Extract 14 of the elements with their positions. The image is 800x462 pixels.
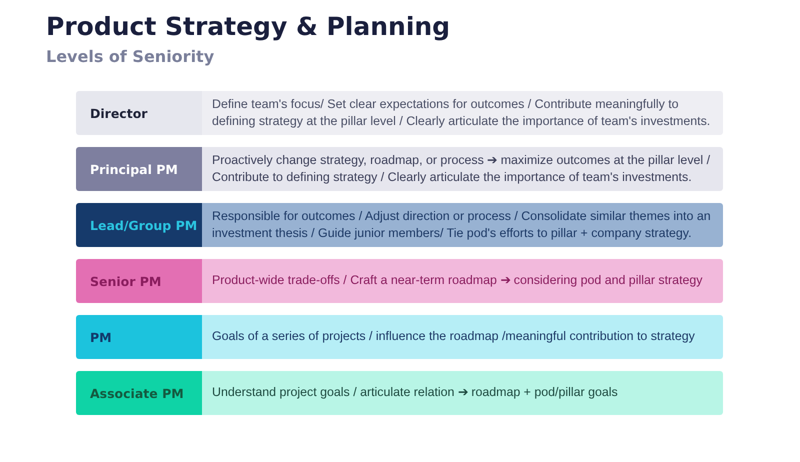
level-description: Understand project goals / articulate relation ➔ roadmap + pod/pillar goals	[202, 371, 723, 415]
level-label: Associate PM	[76, 371, 202, 415]
title: Product Strategy & Planning	[46, 12, 450, 41]
level-label: Director	[76, 91, 202, 135]
level-description: Product-wide trade-offs / Craft a near-term roadmap ➔ considering pod and pillar strategy	[202, 259, 723, 303]
subtitle: Levels of Seniority	[46, 47, 214, 66]
level-label: Lead/Group PM	[76, 203, 202, 247]
level-description: Define team's focus/ Set clear expectations for outcomes / Contribute meaningfully to defining strategy at the pillar level / Clearly articulate the importance of team's investments.	[202, 91, 723, 135]
level-description: Responsible for outcomes / Adjust direction or process / Consolidate similar themes into an investment thesis / Guide junior members/ Tie pod's efforts to pillar + company strategy.	[202, 203, 723, 247]
level-label: Senior PM	[76, 259, 202, 303]
level-label: Principal PM	[76, 147, 202, 191]
level-label: PM	[76, 315, 202, 359]
level-description: Proactively change strategy, roadmap, or process ➔ maximize outcomes at the pillar level / Contribute to defining strategy / Clearly articulate the importance of team's investments.	[202, 147, 723, 191]
level-description: Goals of a series of projects / influence the roadmap /meaningful contribution to strategy	[202, 315, 723, 359]
